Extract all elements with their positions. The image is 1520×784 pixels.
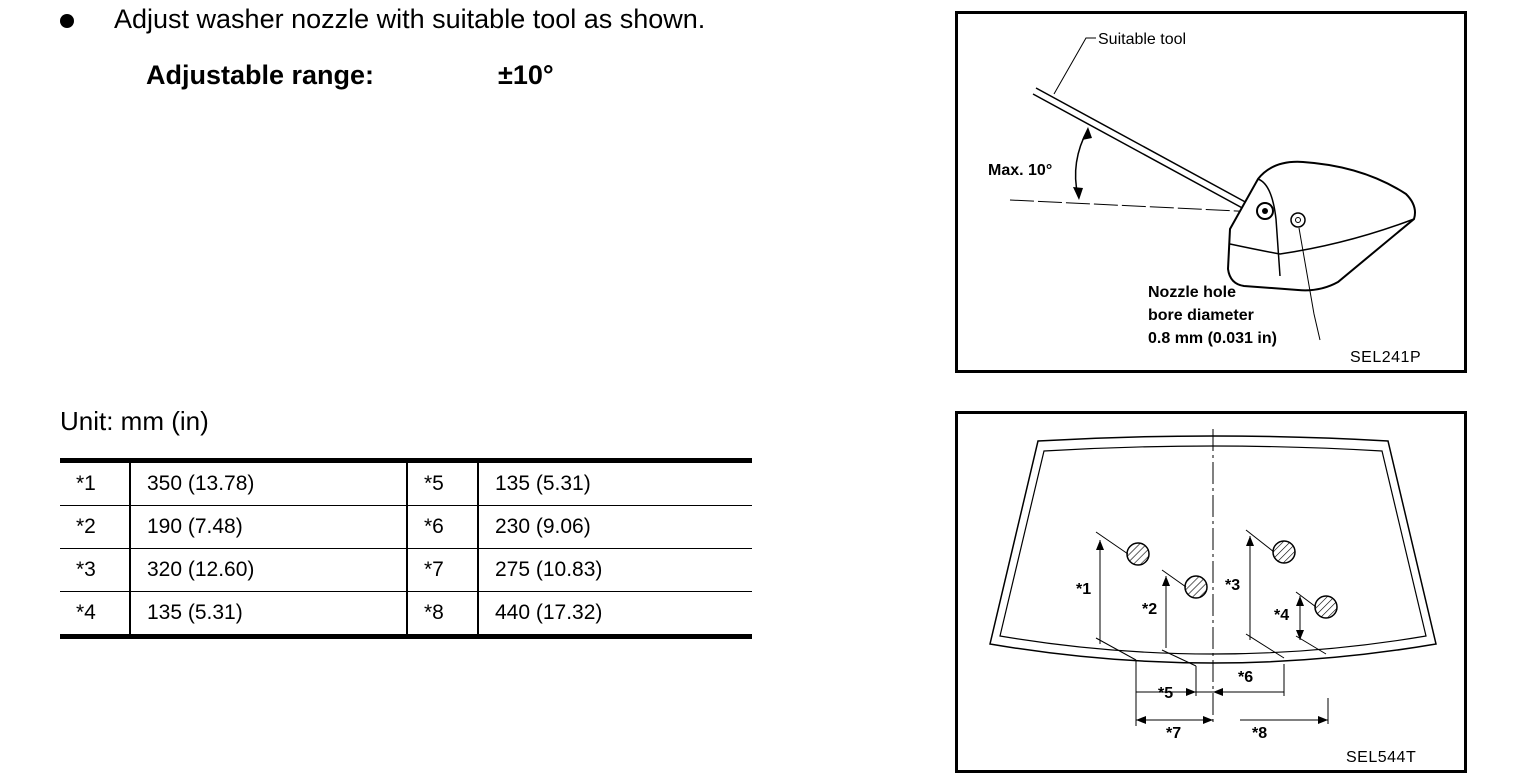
table-row: *3 320 (12.60) *7 275 (10.83) — [60, 548, 752, 592]
mark-cell: *3 — [60, 548, 131, 592]
arrow-head — [1082, 127, 1092, 140]
windshield-spray-figure: *1 *2 *3 *4 *5 *6 *7 *8 SEL544T — [955, 411, 1467, 773]
bullet-dot — [60, 14, 74, 28]
hole-leader-line — [1298, 227, 1321, 341]
windshield-inner — [999, 445, 1427, 655]
value-cell: 230 (9.06) — [478, 505, 752, 549]
dimension-mark: *4 — [1274, 607, 1289, 624]
nozzle-diagram: Suitable tool Max. 10° Nozzle hole bore … — [988, 31, 1421, 366]
adjustable-range-label: Adjustable range: — [146, 60, 375, 90]
spray-target — [1126, 542, 1150, 566]
value-cell: 440 (17.32) — [495, 601, 603, 624]
value-cell: 350 (13.78) — [130, 460, 408, 506]
horizontal-dimensions — [1135, 660, 1329, 726]
arrow-head — [1073, 187, 1083, 200]
value-cell: 135 (5.31) — [130, 591, 408, 637]
spray-target — [1184, 575, 1208, 599]
value-cell: 135 (5.31) — [478, 460, 752, 506]
hole-label-line3: 0.8 mm (0.031 in) — [1148, 330, 1277, 347]
tool-leader-line — [1053, 37, 1096, 95]
angle-label: Max. 10° — [988, 162, 1052, 179]
dimension-mark: *6 — [1238, 669, 1253, 686]
vertical-dimensions — [1095, 529, 1327, 667]
hole-label-line2: bore diameter — [1148, 307, 1254, 324]
nozzle-hole — [1290, 212, 1306, 228]
figure-code: SEL544T — [1346, 749, 1416, 766]
spec-table: *1 350 (13.78) *5 135 (5.31) *2 190 (7.4… — [60, 458, 752, 639]
dimension-arrows — [1136, 688, 1328, 724]
nozzle-hole-center — [1295, 217, 1301, 223]
dimension-mark: *3 — [1225, 577, 1240, 594]
mark-cell: *4 — [60, 591, 131, 637]
adjustable-range-value: ±10° — [498, 60, 554, 90]
unit-label: Unit: mm (in) — [60, 406, 209, 436]
figure-code: SEL241P — [1350, 349, 1421, 366]
table-row: *2 190 (7.48) *6 230 (9.06) — [60, 505, 752, 549]
nozzle-face-edge — [1257, 178, 1281, 277]
nozzle-base-edge — [1229, 218, 1415, 255]
mark-cell: *5 — [407, 460, 479, 506]
mark-cell: *6 — [407, 505, 479, 549]
tool-label: Suitable tool — [1098, 31, 1186, 48]
dimension-mark: *8 — [1252, 725, 1267, 742]
mark-cell: *8 — [407, 591, 479, 637]
dimension-mark: *2 — [1142, 601, 1157, 618]
hole-label-line1: Nozzle hole — [1148, 284, 1236, 301]
spray-target — [1272, 540, 1296, 564]
spray-target — [1314, 595, 1338, 619]
mark-cell: *1 — [60, 460, 131, 506]
tool-rod-edge — [1032, 93, 1258, 217]
tool-rod-edge — [1035, 87, 1261, 211]
value-cell: 190 (7.48) — [130, 505, 408, 549]
reference-line — [1009, 199, 1259, 213]
windshield-diagram: *1 *2 *3 *4 *5 *6 *7 *8 SEL544T — [989, 429, 1437, 766]
dimension-mark: *5 — [1158, 685, 1173, 702]
dimension-mark: *7 — [1166, 725, 1181, 742]
table-row: *4 135 (5.31) *8 440 (17.32) — [60, 591, 752, 637]
windshield-outer — [989, 435, 1437, 664]
nozzle-hole-center — [1262, 208, 1268, 214]
value-cell: 320 (12.60) — [130, 548, 408, 592]
dimension-mark: *1 — [1076, 581, 1091, 598]
table-row: *1 350 (13.78) *5 135 (5.31) — [60, 460, 752, 506]
mark-cell: *7 — [407, 548, 479, 592]
value-cell: 275 (10.83) — [478, 548, 752, 592]
nozzle-adjustment-figure: Suitable tool Max. 10° Nozzle hole bore … — [955, 11, 1467, 373]
nozzle-body — [1226, 160, 1416, 292]
instruction-text: Adjust washer nozzle with suitable tool … — [114, 4, 706, 34]
mark-cell: *2 — [60, 505, 131, 549]
dimension-arrows — [1096, 536, 1304, 640]
